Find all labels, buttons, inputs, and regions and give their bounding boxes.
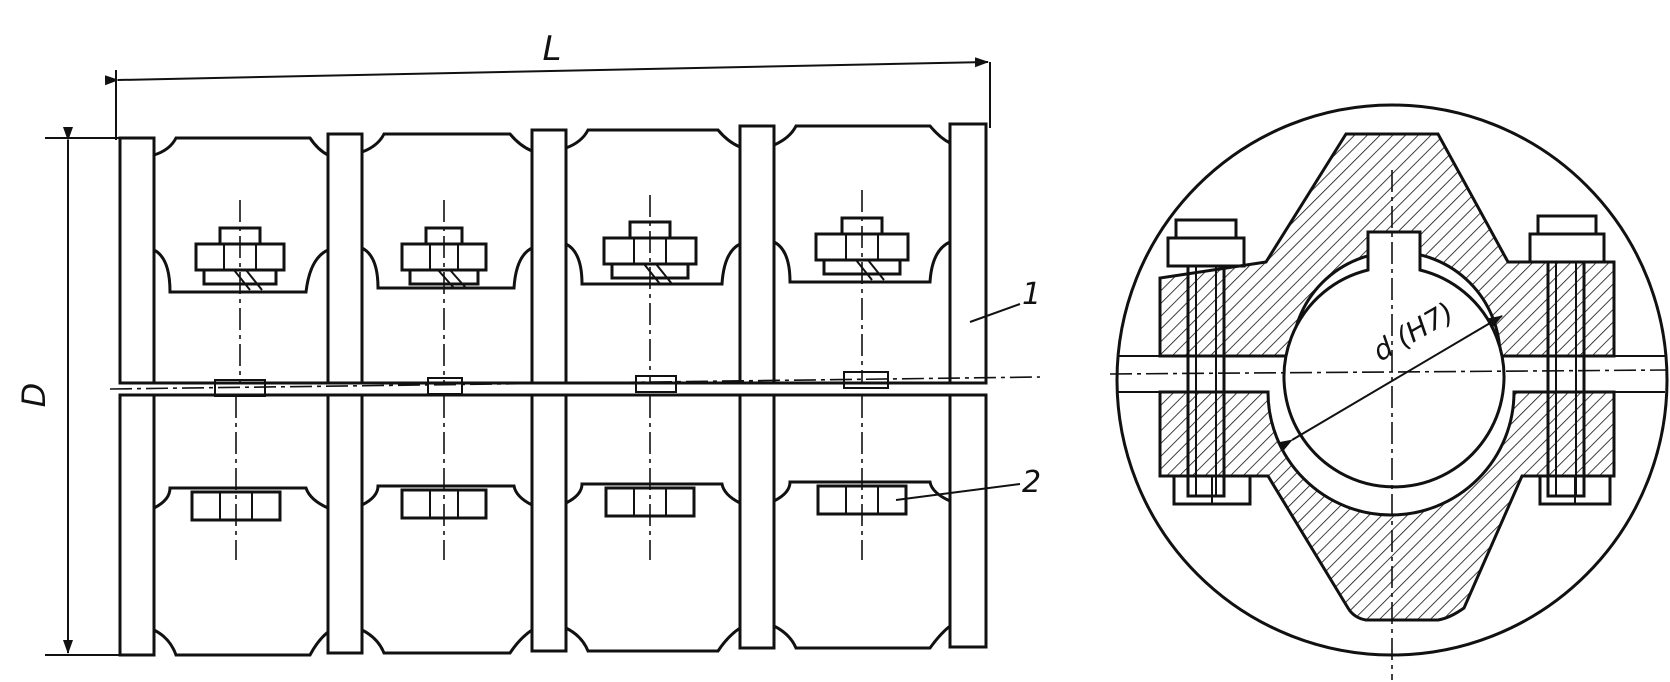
part-1-label: 1 bbox=[1022, 277, 1041, 312]
flanges bbox=[118, 122, 988, 657]
upper-shell bbox=[120, 124, 986, 385]
length-dimension: L bbox=[104, 29, 991, 140]
lower-shell bbox=[120, 393, 986, 657]
lower-bolt-heads bbox=[190, 396, 908, 560]
diameter-dimension: D bbox=[15, 127, 150, 656]
front-view: L D bbox=[15, 29, 1041, 657]
upper-bolts bbox=[194, 190, 910, 383]
section-view: d (H7) bbox=[1109, 103, 1669, 680]
right-bolt bbox=[1528, 214, 1612, 506]
diameter-label: D bbox=[15, 383, 53, 408]
length-label: L bbox=[543, 29, 562, 69]
part-callouts: 1 2 bbox=[895, 277, 1041, 501]
left-bolt bbox=[1166, 218, 1252, 506]
part-2-label: 2 bbox=[1022, 465, 1041, 500]
split-bolt-shanks bbox=[214, 371, 889, 397]
